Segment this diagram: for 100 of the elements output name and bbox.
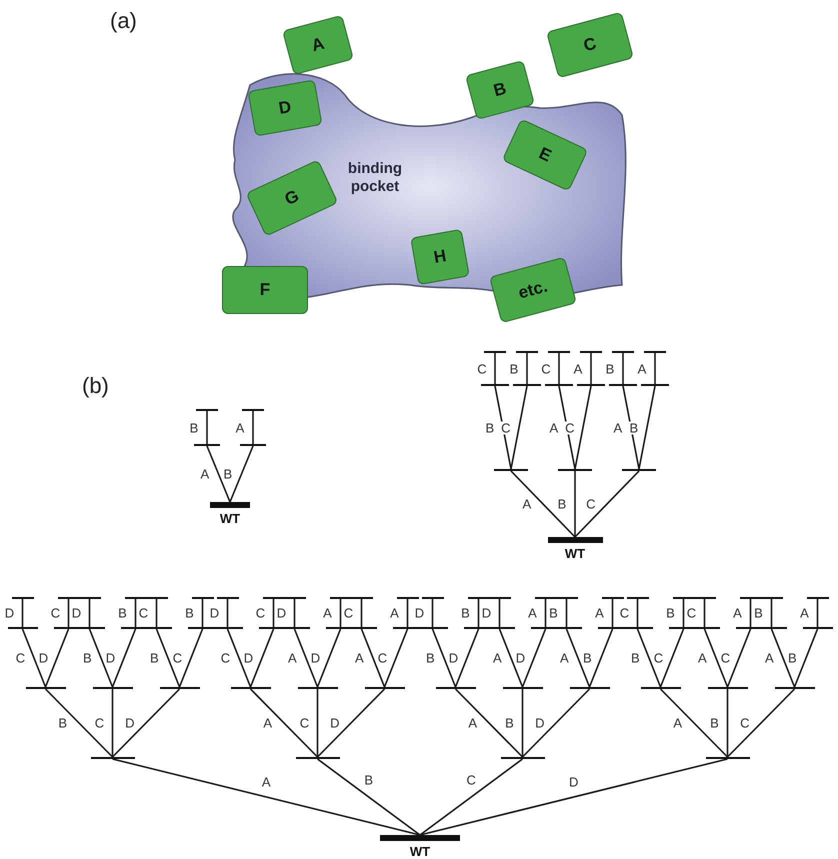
- branch-line: [420, 758, 728, 836]
- branch-line: [660, 628, 684, 688]
- edge-label: C: [254, 606, 266, 620]
- branch-line: [134, 599, 136, 627]
- branch-line: [206, 411, 208, 444]
- edge-label: D: [208, 606, 220, 620]
- edge-label: A: [548, 421, 560, 434]
- edge-label: A: [527, 606, 538, 620]
- edge-label: A: [262, 716, 274, 730]
- branch-line: [316, 628, 342, 688]
- edge-label: A: [612, 421, 624, 434]
- branch-line: [770, 628, 796, 688]
- branch-line: [660, 688, 728, 758]
- branch-line: [316, 689, 318, 757]
- edge-label: C: [720, 652, 732, 664]
- edge-label: C: [172, 652, 184, 664]
- branch-line: [202, 599, 204, 627]
- branch-line: [726, 689, 728, 757]
- branch-line: [229, 446, 254, 502]
- edge-label: C: [686, 606, 698, 620]
- branch-line: [112, 628, 136, 688]
- edge-label: D: [124, 716, 136, 730]
- edge-label: A: [287, 652, 298, 664]
- edge-label: A: [732, 606, 743, 620]
- branch-line: [566, 599, 568, 627]
- edge-label: B: [582, 652, 593, 664]
- edge-label: B: [604, 362, 616, 375]
- edge-label: D: [310, 652, 322, 664]
- branch-line: [704, 599, 706, 627]
- branch-line: [544, 599, 546, 627]
- edge-label: C: [618, 606, 630, 620]
- branch-line: [226, 628, 252, 688]
- edge-label: A: [234, 421, 246, 434]
- edge-label: D: [534, 716, 546, 730]
- edge-label: D: [568, 775, 580, 788]
- branch-line: [590, 353, 592, 384]
- edge-label: A: [636, 362, 648, 375]
- edge-label: C: [220, 652, 232, 664]
- edge-label: A: [467, 716, 478, 730]
- branch-line: [704, 628, 728, 688]
- edge-label: A: [594, 606, 605, 620]
- branch-line: [612, 599, 614, 627]
- edge-label: C: [564, 421, 576, 434]
- edge-label: C: [14, 652, 26, 664]
- branch-line: [510, 470, 576, 538]
- branch-line: [494, 386, 512, 470]
- branch-line: [636, 599, 638, 627]
- edge-label: C: [376, 652, 388, 664]
- branch-line: [726, 688, 796, 758]
- wild-type-label: WT: [220, 512, 240, 525]
- branch-line: [360, 599, 362, 627]
- edge-label: B: [188, 421, 200, 434]
- branch-line: [622, 353, 624, 384]
- edge-label: C: [466, 773, 477, 786]
- edge-label: D: [70, 606, 82, 620]
- edge-label: A: [764, 652, 775, 664]
- branch-line: [522, 688, 590, 758]
- edge-label: C: [585, 498, 597, 510]
- branch-line: [498, 628, 524, 688]
- branch-line: [432, 599, 434, 627]
- branch-line: [112, 758, 420, 836]
- branch-line: [816, 599, 818, 627]
- edge-label: D: [448, 652, 460, 664]
- branch-line: [510, 386, 528, 470]
- edge-label: C: [540, 362, 552, 375]
- edge-label: A: [522, 498, 532, 510]
- root-bar: [380, 835, 460, 841]
- branch-line: [294, 628, 318, 688]
- branch-line: [22, 628, 46, 688]
- edge-label: C: [50, 606, 62, 620]
- branch-line: [794, 628, 818, 688]
- edge-label: C: [94, 716, 106, 730]
- edge-label: A: [672, 716, 684, 730]
- branch-line: [252, 411, 254, 444]
- branch-line: [574, 471, 576, 537]
- edge-label: D: [414, 606, 426, 620]
- edge-label: B: [628, 421, 640, 434]
- branch-line: [250, 688, 318, 758]
- edge-label: B: [709, 716, 720, 730]
- branch-line: [454, 628, 480, 688]
- edge-label: B: [753, 606, 764, 620]
- branch-line: [522, 689, 524, 757]
- branch-line: [574, 386, 592, 470]
- edge-label: A: [389, 606, 400, 620]
- edge-label: D: [104, 652, 116, 664]
- edge-label: D: [242, 652, 254, 664]
- edge-label: A: [322, 606, 333, 620]
- edge-label: B: [363, 773, 374, 786]
- edge-label: C: [739, 716, 750, 730]
- branch-line: [588, 628, 614, 688]
- residue-box: F: [222, 266, 308, 314]
- edge-label: A: [697, 652, 708, 664]
- branch-line: [272, 599, 274, 627]
- branch-line: [622, 386, 640, 470]
- branch-line: [156, 599, 158, 627]
- edge-label: A: [572, 362, 584, 375]
- branch-line: [726, 628, 752, 688]
- edge-label: B: [57, 716, 68, 730]
- branch-line: [682, 599, 684, 627]
- residue-box: C: [546, 12, 634, 78]
